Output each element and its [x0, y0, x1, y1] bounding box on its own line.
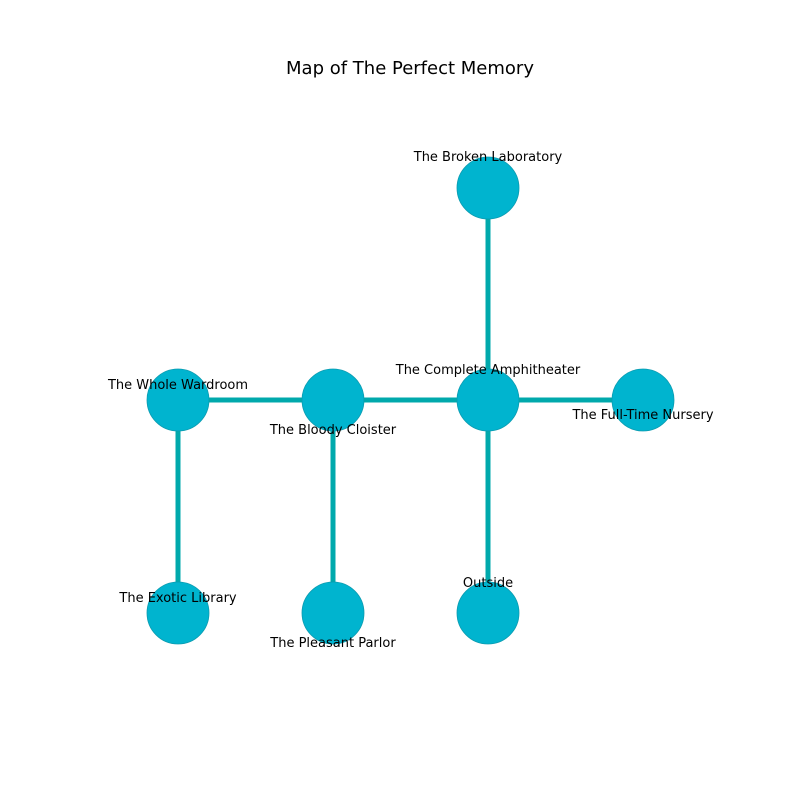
room-label-nursery: The Full-Time Nursery — [571, 408, 713, 423]
room-label-amphitheater: The Complete Amphitheater — [395, 363, 581, 378]
room-node-laboratory — [456, 156, 520, 220]
connections-layer — [175, 188, 643, 613]
room-label-library: The Exotic Library — [118, 591, 237, 606]
room-node-outside — [456, 581, 520, 645]
room-node-nursery — [611, 368, 675, 432]
room-node-cloister — [301, 368, 365, 432]
room-node-parlor — [301, 581, 365, 645]
rooms-layer — [146, 156, 675, 645]
room-label-laboratory: The Broken Laboratory — [413, 150, 563, 165]
room-node-library — [146, 581, 210, 645]
map-title: Map of The Perfect Memory — [286, 58, 534, 79]
room-label-parlor: The Pleasant Parlor — [269, 636, 396, 651]
room-node-amphitheater — [456, 368, 520, 432]
room-label-outside: Outside — [463, 576, 513, 591]
room-label-cloister: The Bloody Cloister — [269, 423, 397, 438]
room-node-wardroom — [146, 368, 210, 432]
room-label-wardroom: The Whole Wardroom — [107, 378, 248, 393]
